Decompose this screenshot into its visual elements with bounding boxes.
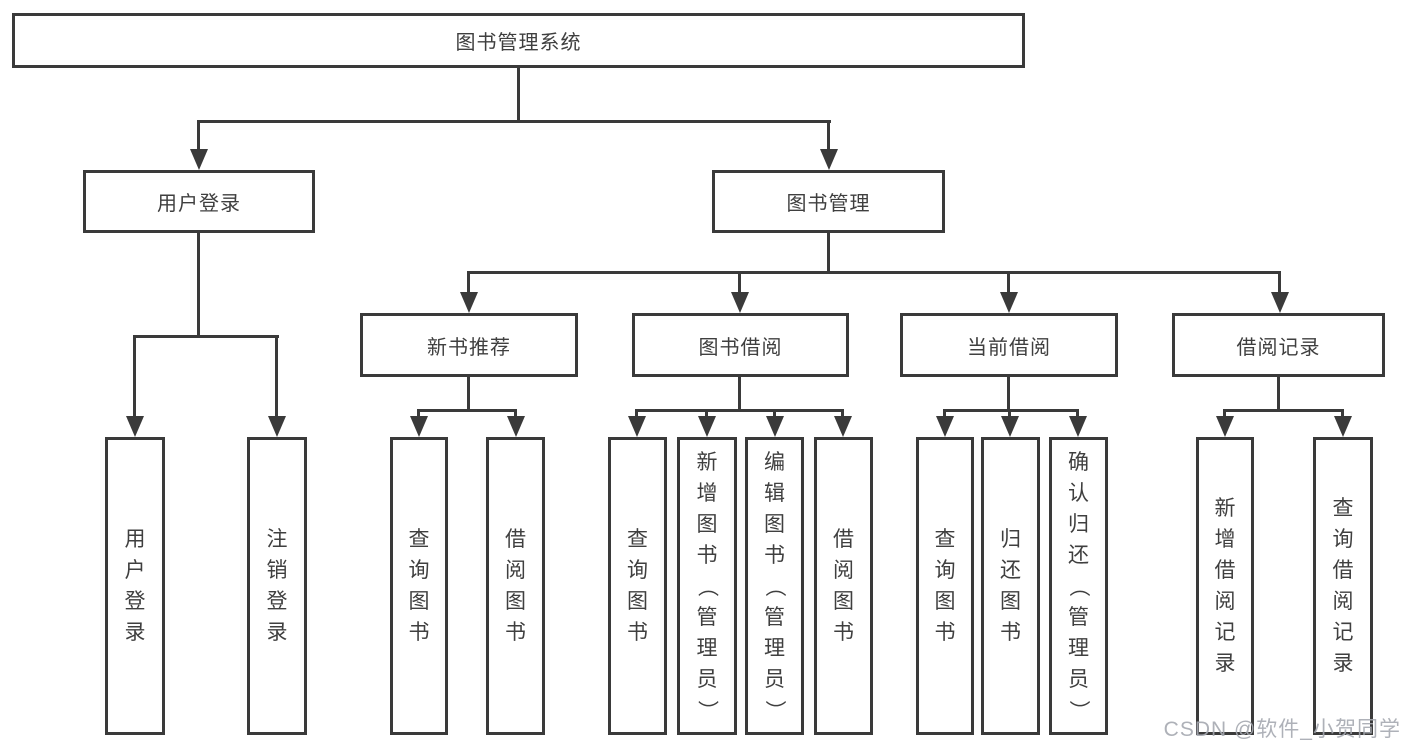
leaf-record-add-borrow-record: 新增借阅记录 (1196, 437, 1254, 735)
leaf-newbook-borrow-books: 借阅图书 (486, 437, 545, 735)
connector-arrow-stem (1341, 409, 1344, 418)
connector-arrow-stem (827, 120, 830, 151)
connector-arrow-stem (197, 120, 200, 151)
connector-arrow-stem (1076, 409, 1079, 418)
node-book-borrow: 图书借阅 (632, 313, 849, 377)
connector-arrow-stem (1008, 409, 1011, 418)
node-label: 新书推荐 (427, 336, 511, 359)
arrowhead-icon (190, 149, 208, 170)
arrowhead-icon (268, 416, 286, 437)
connector-arrow-stem (738, 271, 741, 294)
arrowhead-icon (698, 416, 716, 437)
connector-book-borrow-stem (738, 377, 741, 409)
leaf-label: 查询借阅记录 (1332, 497, 1354, 675)
connector-arrow-stem (514, 409, 517, 418)
node-label: 借阅记录 (1236, 336, 1321, 359)
leaf-label: 新增图书（管理员） (695, 450, 719, 721)
leaf-label: 编辑图书（管理员） (763, 450, 786, 721)
leaf-label: 新增借阅记录 (1214, 497, 1236, 675)
arrowhead-icon (628, 416, 646, 437)
leaf-record-query-borrow-record: 查询借阅记录 (1313, 437, 1373, 735)
leaf-current-return-books: 归还图书 (981, 437, 1040, 735)
arrowhead-icon (936, 416, 954, 437)
leaf-logout: 注销登录 (247, 437, 307, 735)
connector-arrow-stem (705, 409, 708, 418)
node-label: 用户登录 (157, 193, 241, 215)
arrowhead-icon (460, 292, 478, 313)
node-library-management-system: 图书管理系统 (12, 13, 1025, 68)
leaf-user-login: 用户登录 (105, 437, 165, 735)
arrowhead-icon (820, 149, 838, 170)
leaf-label: 借阅图书 (833, 528, 854, 644)
leaf-label: 查询图书 (627, 528, 648, 644)
leaf-label: 借阅图书 (505, 528, 526, 644)
leaf-current-confirm-return-admin: 确认归还（管理员） (1049, 437, 1108, 735)
connector-borrow-record-branch (1223, 409, 1344, 412)
leaf-borrow-borrow-books: 借阅图书 (814, 437, 873, 735)
connector-arrow-stem (635, 409, 638, 418)
node-user-login: 用户登录 (83, 170, 315, 233)
arrowhead-icon (410, 416, 428, 437)
csdn-watermark: CSDN @软件_小贺同学 (1163, 718, 1401, 741)
connector-borrow-record-stem (1277, 377, 1280, 409)
leaf-label: 用户登录 (124, 528, 146, 644)
arrowhead-icon (1069, 416, 1087, 437)
leaf-borrow-add-books-admin: 新增图书（管理员） (677, 437, 737, 735)
connector-new-book-branch (417, 409, 517, 412)
leaf-borrow-edit-books-admin: 编辑图书（管理员） (745, 437, 804, 735)
connector-arrow-stem (467, 271, 470, 294)
leaf-label: 查询图书 (934, 528, 956, 644)
node-label: 当前借阅 (967, 336, 1051, 359)
connector-current-borrow-branch (943, 409, 1079, 412)
arrowhead-icon (126, 416, 144, 437)
node-label: 图书管理 (786, 193, 871, 215)
leaf-label: 查询图书 (408, 528, 430, 644)
leaf-label: 归还图书 (1000, 528, 1021, 644)
arrowhead-icon (1001, 416, 1019, 437)
node-new-book-recommend: 新书推荐 (360, 313, 578, 377)
connector-root-branch (197, 120, 831, 123)
leaf-borrow-query-books: 查询图书 (608, 437, 667, 735)
leaf-label: 确认归还（管理员） (1067, 450, 1090, 721)
connector-arrow-stem (417, 409, 420, 418)
node-label: 图书借阅 (698, 336, 783, 359)
connector-root-stem (517, 68, 520, 122)
connector-arrow-stem (773, 409, 776, 418)
connector-arrow-stem (841, 409, 844, 418)
connector-book-mgmt-stem (827, 233, 830, 273)
arrowhead-icon (507, 416, 525, 437)
connector-book-borrow-branch (635, 409, 844, 412)
node-label: 图书管理系统 (455, 32, 582, 54)
connector-arrow-stem (1278, 271, 1281, 294)
connector-new-book-stem (467, 377, 470, 409)
leaf-label: 注销登录 (266, 528, 288, 644)
connector-book-mgmt-branch (467, 271, 1281, 274)
connector-user-login-stem (197, 233, 200, 337)
node-current-borrow: 当前借阅 (900, 313, 1118, 377)
leaf-newbook-query-books: 查询图书 (390, 437, 448, 735)
connector-arrow-stem (133, 335, 136, 418)
leaf-current-query-books: 查询图书 (916, 437, 974, 735)
arrowhead-icon (1000, 292, 1018, 313)
node-book-management: 图书管理 (712, 170, 945, 233)
arrowhead-icon (1334, 416, 1352, 437)
connector-arrow-stem (1007, 271, 1010, 294)
connector-current-borrow-stem (1007, 377, 1010, 409)
connector-user-login-branch (133, 335, 279, 338)
arrowhead-icon (766, 416, 784, 437)
connector-arrow-stem (1223, 409, 1226, 418)
arrowhead-icon (731, 292, 749, 313)
arrowhead-icon (1216, 416, 1234, 437)
connector-arrow-stem (943, 409, 946, 418)
node-borrow-record: 借阅记录 (1172, 313, 1385, 377)
arrowhead-icon (834, 416, 852, 437)
connector-arrow-stem (275, 335, 278, 418)
arrowhead-icon (1271, 292, 1289, 313)
